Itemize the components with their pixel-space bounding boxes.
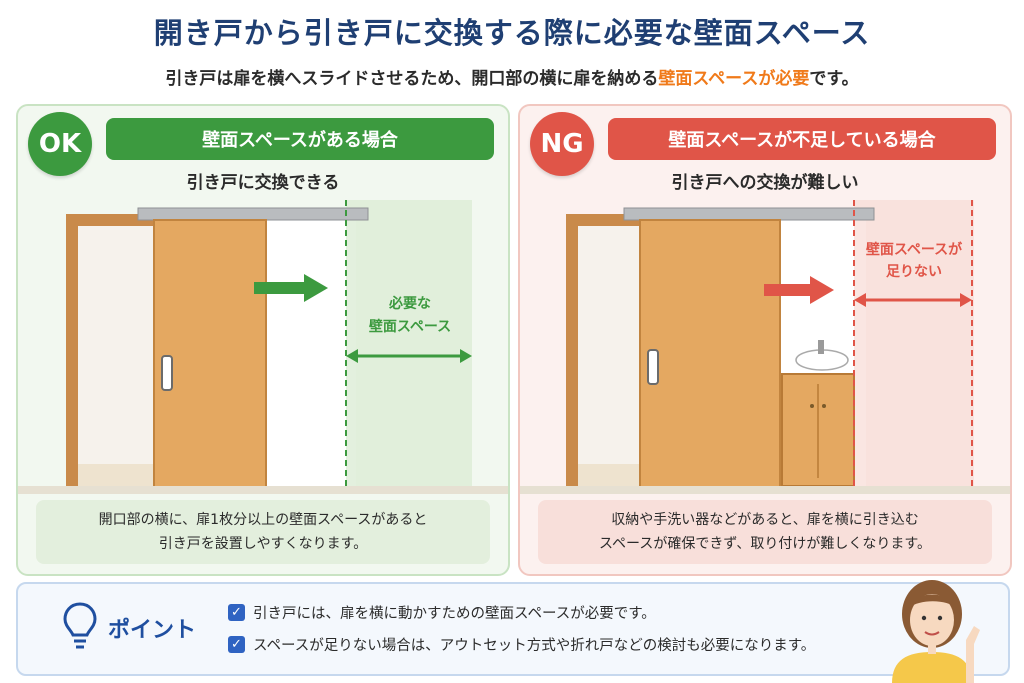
ng-sliding-door <box>639 219 781 494</box>
ok-note: 開口部の横に、扉1枚分以上の壁面スペースがあると 引き戸を設置しやすくなります。 <box>36 500 490 564</box>
subtitle-text: 引き戸は扉を横へスライドさせるため、開口部の横に扉を納める <box>165 69 659 89</box>
point-item-2-text: スペースが足りない場合は、アウトセット方式や折れ戸などの検討も必要になります。 <box>253 638 816 654</box>
arrow-right-icon <box>764 276 834 304</box>
double-arrow-icon <box>854 293 972 307</box>
ok-panel: OK 壁面スペースがある場合 引き戸に交換できる 必要な 壁面スペース <box>16 104 510 576</box>
ok-space-label-2: 壁面スペース <box>369 318 451 335</box>
page-title: 開き戸から引き戸に交換する際に必要な壁面スペース <box>153 16 871 50</box>
ng-banner: 壁面スペースが不足している場合 <box>608 118 996 160</box>
point-item-2: ✓ スペースが足りない場合は、アウトセット方式や折れ戸などの検討も必要になります… <box>228 634 815 655</box>
subtitle-highlight: 壁面スペースが必要 <box>658 69 810 89</box>
ng-space-label-2: 足りない <box>886 264 942 280</box>
ok-badge: OK <box>28 112 92 176</box>
ng-space-label-1: 壁面スペースが <box>866 241 963 258</box>
subtitle-end: です。 <box>809 69 859 89</box>
ok-door-illustration: 必要な 壁面スペース <box>18 200 508 494</box>
sink-cabinet <box>781 340 855 487</box>
ok-space-label-1: 必要な <box>388 295 431 312</box>
ok-banner: 壁面スペースがある場合 <box>106 118 494 160</box>
ok-sliding-door <box>153 219 267 494</box>
page-subtitle: 引き戸は扉を横へスライドさせるため、開口部の横に扉を納める壁面スペースが必要です… <box>0 64 1024 89</box>
ng-heading: 引き戸への交換が難しい <box>671 173 859 193</box>
ok-rail <box>137 207 369 221</box>
ok-heading: 引き戸に交換できる <box>186 173 340 193</box>
arrow-right-icon <box>254 274 328 302</box>
point-item-1-text: 引き戸には、扉を横に動かすための壁面スペースが必要です。 <box>253 606 656 622</box>
ng-note-line1: 収納や手洗い器などがあると、扉を横に引き込む <box>611 512 919 528</box>
point-label: ポイント <box>108 618 197 643</box>
double-arrow-icon <box>346 349 472 363</box>
point-item-1: ✓ 引き戸には、扉を横に動かすための壁面スペースが必要です。 <box>228 602 656 623</box>
ng-note-line2: スペースが確保できず、取り付けが難しくなります。 <box>599 536 931 552</box>
ng-note: 収納や手洗い器などがあると、扉を横に引き込む スペースが確保できず、取り付けが難… <box>538 500 992 564</box>
ok-note-line2: 引き戸を設置しやすくなります。 <box>158 536 368 552</box>
checkbox-icon: ✓ <box>228 604 245 621</box>
ng-rail <box>623 207 875 221</box>
ng-space-zone <box>854 200 974 494</box>
ng-panel: NG 壁面スペースが不足している場合 引き戸への交換が難しい <box>518 104 1012 576</box>
person-illustration <box>892 580 980 683</box>
ng-badge: NG <box>530 112 594 176</box>
ok-note-line1: 開口部の横に、扉1枚分以上の壁面スペースがあると <box>98 512 428 528</box>
ng-door-illustration: 壁面スペースが 足りない <box>520 200 1010 494</box>
lightbulb-icon <box>63 602 97 649</box>
checkbox-icon: ✓ <box>228 636 245 653</box>
ok-space-zone <box>346 200 472 494</box>
point-box: ポイント ✓ 引き戸には、扉を横に動かすための壁面スペースが必要です。 ✓ スペ… <box>16 582 1010 676</box>
